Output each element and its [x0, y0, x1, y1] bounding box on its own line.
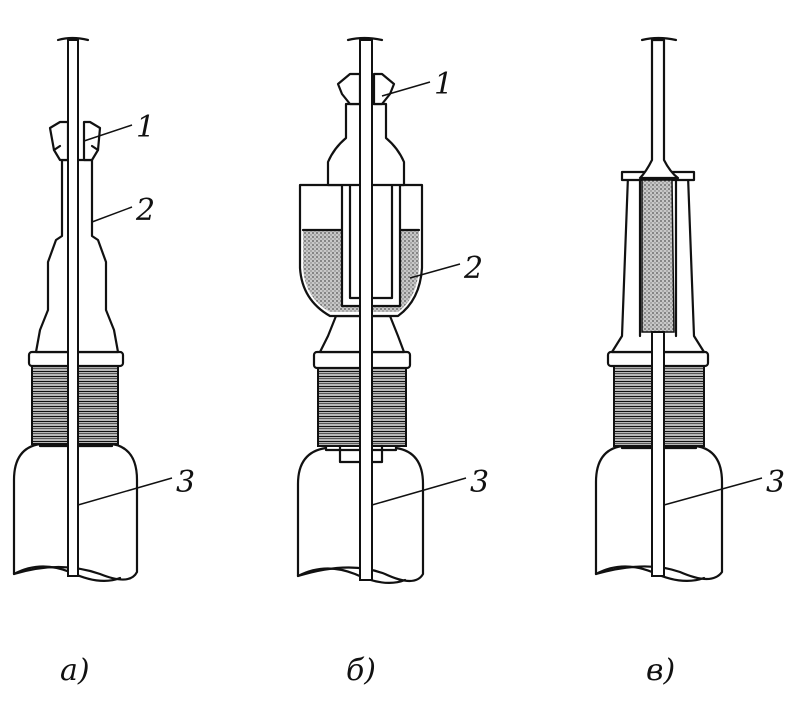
leader-2-a	[91, 206, 133, 223]
label-3-b: 3	[470, 465, 489, 500]
label-2-a: 2	[135, 193, 155, 228]
leader-3-a	[77, 477, 173, 506]
leader-2-b	[409, 263, 461, 279]
leader-1-a	[83, 124, 133, 142]
panel-a: 1 2 3 а)	[12, 36, 195, 688]
caption-a: а)	[60, 653, 90, 688]
caption-v: в)	[646, 653, 675, 688]
leader-3-v	[663, 477, 763, 506]
label-3-v: 3	[766, 465, 785, 500]
panel-v: 3 в)	[594, 36, 785, 688]
packing-v	[641, 179, 675, 333]
label-2-b: 2	[463, 251, 483, 286]
label-1-a: 1	[136, 110, 155, 145]
panel-b: 1 2 3 б)	[296, 36, 489, 688]
leader-1-b	[381, 81, 431, 97]
caption-b: б)	[346, 653, 376, 688]
label-1-b: 1	[434, 67, 453, 102]
label-3-a: 3	[176, 465, 195, 500]
leader-3-b	[371, 477, 467, 506]
